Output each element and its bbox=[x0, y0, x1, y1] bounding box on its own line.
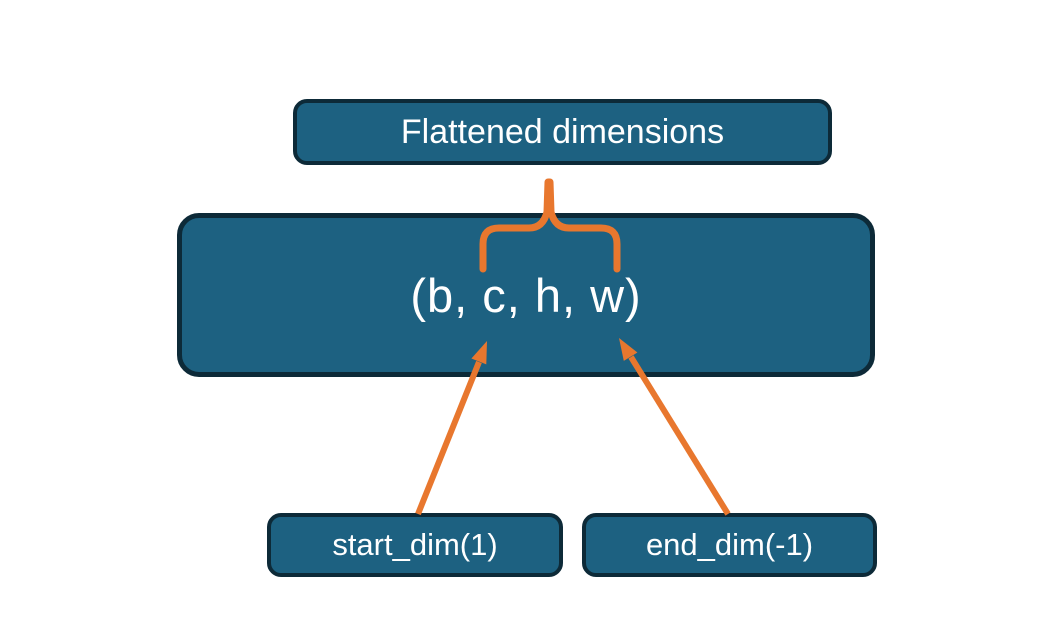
tensor-shape-label: (b, c, h, w) bbox=[410, 268, 642, 322]
end-dim-box: end_dim(-1) bbox=[582, 513, 877, 577]
flattened-dimensions-label: Flattened dimensions bbox=[400, 112, 725, 151]
end-dim-arrow-line bbox=[628, 355, 731, 516]
start-dim-box: start_dim(1) bbox=[267, 513, 563, 577]
start-dim-label: start_dim(1) bbox=[332, 527, 498, 562]
end-dim-label: end_dim(-1) bbox=[645, 527, 814, 562]
start-dim-arrow-line bbox=[415, 360, 482, 516]
flattened-dimensions-box: Flattened dimensions bbox=[293, 99, 832, 165]
tensor-shape-box: (b, c, h, w) bbox=[177, 213, 875, 377]
